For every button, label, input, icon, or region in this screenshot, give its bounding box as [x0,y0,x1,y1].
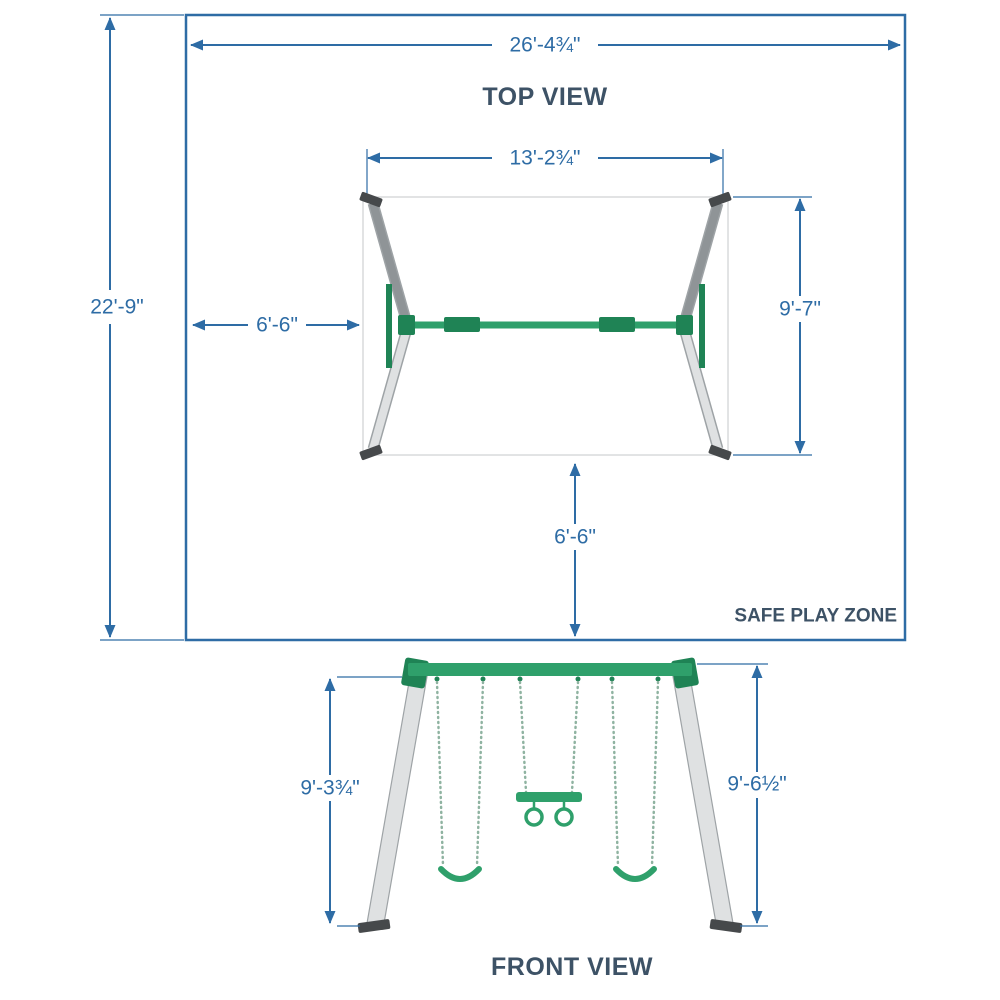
side-brace-right [699,284,705,368]
arrow-down-icon [794,441,806,454]
safe-play-zone-label: SAFE PLAY ZONE [734,606,897,627]
arrow-right-icon [347,319,360,331]
foot-pad [709,919,743,933]
leg-top-right [681,201,722,322]
swing-chain [650,680,660,868]
dimension-side-clearance: 6'-6" [192,314,360,337]
foot-pad [359,191,383,208]
side-brace-left [386,284,392,368]
top-view-title: TOP VIEW [482,83,607,111]
swing-chain [475,680,485,868]
top-view-structure [359,191,732,461]
foot-pad [708,444,732,461]
arrow-down-icon [324,911,336,924]
swing-seat [438,866,482,882]
chain-hanger [609,676,615,682]
dimension-label: 9'-3¾" [300,777,359,800]
beam-junction-left [398,315,415,335]
arrow-up-icon [569,463,581,476]
dimension-end-clearance: 6'-6" [554,463,596,637]
trapeze-chain [518,680,528,794]
leg-top-left [369,201,410,322]
dimension-height-right: 9'-6½" [697,663,787,927]
chain-hanger [655,676,661,682]
arrow-left-icon [367,152,380,164]
hanger-bracket-right [599,317,635,332]
arrow-down-icon [751,911,763,924]
arrow-right-icon [888,39,901,51]
trapeze-ring [554,807,574,827]
chain-hanger [517,676,523,682]
leg-bottom-right [681,330,722,451]
dimension-label: 9'-7" [779,298,821,321]
arrow-right-icon [710,152,723,164]
hanger-bracket-left [444,317,480,332]
swing-chain [435,680,445,868]
dimension-label: 9'-6½" [727,773,786,796]
foot-pad [357,919,391,933]
swing-seat [613,866,657,882]
arrow-left-icon [192,319,205,331]
trapeze-chain [570,680,580,794]
top-beam-front [408,663,692,676]
beam-junction-right [676,315,693,335]
trapeze-bar [516,792,582,802]
leg-bottom-left [369,330,410,451]
dimension-label: 22'-9" [90,296,144,319]
foot-pad [708,191,732,208]
dimension-label: 26'-4¾" [509,34,580,57]
dimension-overall-depth: 22'-9" [90,14,184,641]
foot-pad [359,444,383,461]
arrow-up-icon [104,17,116,30]
dimension-label: 13'-2¾" [509,147,580,170]
top-view: 26'-4¾" TOP VIEW 13'-2¾" 22'-9" [90,13,907,642]
swing-chain [610,680,620,868]
chain-hanger [434,676,440,682]
a-frame-leg-right [670,664,735,930]
arrow-down-icon [569,624,581,637]
dimension-height-left: 9'-3¾" [300,676,402,927]
arrow-up-icon [794,198,806,211]
dimension-label: 6'-6" [554,526,596,549]
arrow-up-icon [324,678,336,691]
chain-hanger [480,676,486,682]
dimension-label: 6'-6" [256,314,298,337]
trapeze-ring [524,807,544,827]
frame-footprint-outline [362,196,729,456]
arrow-left-icon [190,39,203,51]
front-view-title: FRONT VIEW [491,953,653,981]
arrow-up-icon [751,665,763,678]
chain-hanger [575,676,581,682]
a-frame-leg-left [365,664,430,930]
top-beam [402,321,689,329]
front-view: 9'-3¾" 9'-6½" FRONT VIEW [300,657,787,981]
dimension-frame-depth: 9'-7" [733,196,821,456]
arrow-down-icon [104,625,116,638]
dimension-overall-width: 26'-4¾" [190,34,901,57]
dimension-frame-width: 13'-2¾" [366,147,724,195]
